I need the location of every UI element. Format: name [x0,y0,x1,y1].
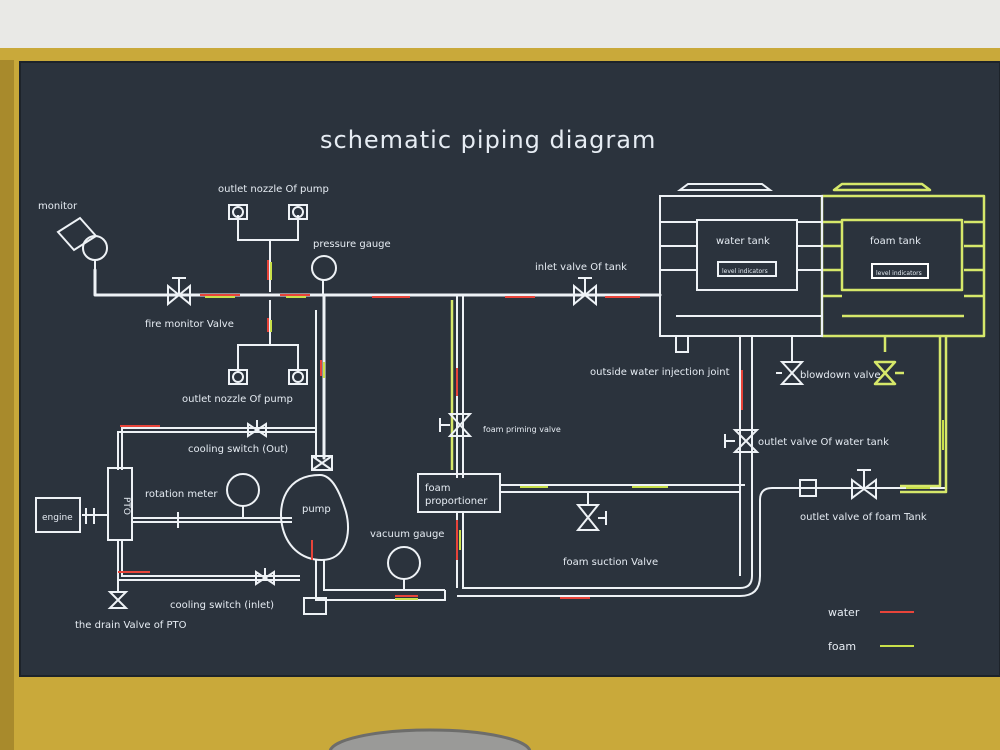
blowdown-valve-water [776,336,805,385]
label-outside-water-injection: outside water injection joint [590,367,730,378]
engine-box [35,497,81,533]
label-level-indicator-foam: level indicators [876,270,922,277]
label-level-indicator-water: level indicators [722,268,768,275]
water-flow-arrows [118,260,743,599]
pressure-gauge [311,255,337,281]
label-foam-tank: foam tank [870,236,921,247]
legend-water-label: water [828,606,860,619]
water-tank [659,183,823,353]
outlet-valve-water-tank [724,429,760,453]
engine-coupling [85,508,95,524]
label-outlet-nozzle-bottom: outlet nozzle Of pump [182,394,293,405]
outlet-valve-foam-tank [799,469,877,500]
label-foam-proportioner-line1: foam [425,483,451,494]
label-blowdown-valve: blowdown valve [800,370,880,381]
cooling-switch-inlet-valve [255,568,275,586]
label-vacuum-gauge: vacuum gauge [370,529,444,540]
legend: water foam [828,606,914,653]
foam-priming-valve [439,413,473,437]
label-foam-suction-valve: foam suction Valve [563,557,658,568]
label-pump: pump [302,504,331,515]
left-frame-edge [0,60,14,750]
pto-box [107,467,133,541]
label-foam-proportioner-line2: proportioner [425,496,488,507]
foam-proportioner [417,473,501,513]
monitor-nozzle [56,216,108,272]
label-outlet-valve-water-tank: outlet valve Of water tank [758,437,889,448]
label-foam-priming-valve: foam priming valve [483,425,561,434]
legend-foam-label: foam [828,640,856,653]
blowdown-valve-foam [873,360,904,386]
label-cooling-switch-out: cooling switch (Out) [188,444,288,455]
diagram-board [19,61,1000,677]
label-fire-monitor-valve: fire monitor Valve [145,319,234,330]
diagram-title: schematic piping diagram [320,126,656,154]
foam-tank [840,218,964,292]
label-water-tank: water tank [716,236,770,247]
label-outlet-nozzle-top: outlet nozzle Of pump [218,184,329,195]
cooling-switch-out-valve [247,420,267,438]
label-rotation-meter: rotation meter [145,489,218,500]
fire-monitor-valve [167,277,191,307]
pump [280,455,350,615]
label-monitor: monitor [38,201,78,212]
rotation-meter [226,473,260,507]
bottom-knob [328,728,532,750]
drain-valve [107,591,129,609]
foam-lines [450,182,986,494]
outlet-nozzles-top [228,204,308,220]
outlet-nozzles-bottom [228,369,308,385]
label-engine: engine [42,513,73,523]
foam-flow-arrows [205,262,944,600]
inlet-valve-of-tank [573,277,597,307]
label-pressure-gauge: pressure gauge [313,239,391,250]
label-drain-valve: the drain Valve of PTO [75,620,187,631]
foam-suction-valve [575,492,607,531]
label-outlet-valve-foam-tank: outlet valve of foam Tank [800,512,927,523]
label-cooling-switch-inlet: cooling switch (inlet) [170,600,274,611]
label-inlet-valve-of-tank: inlet valve Of tank [535,262,627,273]
label-pto: PTO [121,497,131,515]
